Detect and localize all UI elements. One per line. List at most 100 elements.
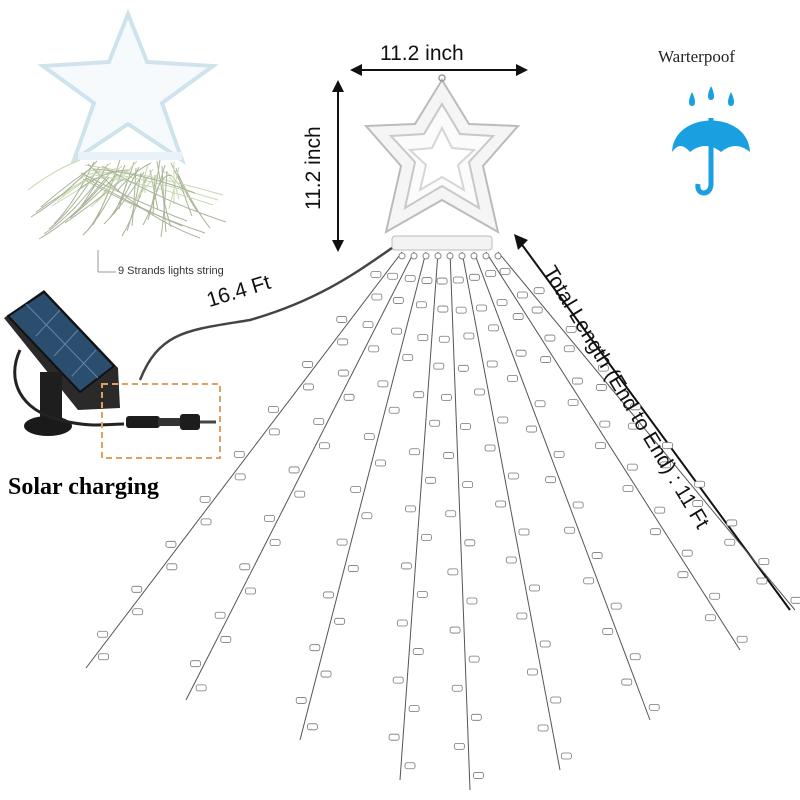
led-bulb	[336, 538, 348, 546]
led-bulb	[463, 332, 475, 340]
led-bulb	[564, 526, 576, 534]
led-bulb	[626, 463, 638, 471]
led-bulb	[350, 486, 362, 493]
led-bulb	[515, 349, 527, 357]
led-bulb	[544, 334, 556, 342]
strand-wire	[185, 251, 415, 701]
strands-label: 9 Strands lights string	[118, 265, 224, 277]
led-bulb	[269, 539, 281, 546]
led-bulb	[553, 450, 565, 458]
led-bulb	[436, 277, 448, 285]
led-bulb	[405, 505, 416, 513]
inset-wire	[156, 160, 172, 228]
led-bulb	[441, 394, 452, 401]
star-topper-icon	[363, 74, 521, 251]
strand-wire	[85, 251, 403, 669]
led-bulb	[214, 611, 226, 619]
led-bulb	[705, 614, 716, 622]
led-bulb	[474, 388, 485, 396]
led-bulb	[371, 293, 383, 301]
led-bulb	[233, 450, 245, 458]
led-bulb	[404, 762, 416, 770]
led-bulb	[488, 324, 499, 332]
led-bulb	[396, 619, 408, 627]
strand-hook	[446, 252, 454, 260]
led-bulb	[445, 510, 457, 518]
strand-wire	[497, 251, 796, 611]
connector-highlight-box	[101, 383, 221, 459]
led-bulb	[602, 628, 614, 635]
inset-wire	[177, 173, 211, 229]
led-bulb	[563, 345, 575, 353]
inset-wire	[160, 170, 168, 238]
led-bulb	[323, 591, 334, 599]
led-bulb	[165, 540, 177, 548]
inset-wire	[101, 165, 227, 223]
inset-wire	[85, 177, 183, 227]
led-bulb	[692, 500, 704, 507]
led-bulb	[131, 585, 143, 593]
led-bulb	[572, 501, 584, 509]
led-bulb	[621, 678, 633, 686]
strand-hook	[470, 252, 478, 260]
led-bulb	[391, 327, 402, 335]
led-bulb	[460, 423, 471, 430]
led-bulb	[681, 549, 693, 557]
led-bulb	[724, 538, 736, 546]
led-bulb	[567, 399, 579, 406]
led-bulb	[485, 270, 497, 277]
inset-product-photo	[27, 8, 227, 273]
led-bulb	[295, 697, 307, 704]
led-bulb	[517, 291, 528, 299]
led-bulb	[473, 772, 484, 779]
led-bulb	[662, 442, 673, 449]
led-bulb	[402, 354, 414, 361]
strand-wire	[449, 251, 471, 791]
inset-wire	[155, 174, 173, 193]
led-bulb	[392, 297, 404, 304]
led-bulb	[343, 393, 355, 401]
umbrella-rain-icon	[672, 86, 750, 196]
led-bulb	[539, 640, 551, 648]
inset-wire	[82, 164, 126, 236]
led-bulb	[452, 276, 464, 284]
led-bulb	[694, 480, 706, 488]
led-bulb	[195, 684, 207, 692]
waterproof-label: Warterpoof	[658, 47, 735, 66]
led-bulb	[507, 472, 519, 480]
inset-wire	[90, 160, 138, 208]
solar-charging-label: Solar charging	[8, 474, 159, 500]
led-bulb	[527, 668, 538, 676]
inset-wire	[116, 162, 152, 192]
led-bulb	[97, 630, 109, 638]
led-bulb	[505, 556, 517, 564]
led-bulb	[537, 724, 549, 732]
led-bulb	[610, 602, 622, 610]
led-bulb	[425, 476, 436, 484]
led-bulb	[362, 321, 374, 329]
led-bulb	[464, 539, 476, 547]
led-bulb	[132, 608, 144, 616]
led-bulb	[457, 364, 469, 372]
led-bulb	[239, 563, 251, 571]
inset-star-icon	[37, 8, 219, 165]
led-bulb	[421, 534, 432, 541]
led-bulb	[529, 584, 540, 592]
led-bulb	[470, 713, 482, 721]
led-bulb	[526, 425, 537, 433]
led-bulb	[309, 644, 321, 652]
total-length-arrow	[514, 234, 791, 611]
led-bulb	[401, 562, 412, 570]
led-bulb	[190, 660, 201, 668]
height-dimension-arrow	[332, 80, 344, 252]
led-bulb	[790, 596, 800, 604]
led-bulb	[571, 377, 583, 385]
led-bulb	[516, 612, 528, 620]
led-bulb	[484, 444, 496, 452]
led-bulb	[363, 433, 375, 441]
led-bulb	[443, 452, 454, 459]
led-bulb	[756, 577, 768, 585]
led-bulb	[469, 273, 480, 281]
led-bulb	[336, 316, 348, 323]
led-bulb	[455, 306, 467, 314]
